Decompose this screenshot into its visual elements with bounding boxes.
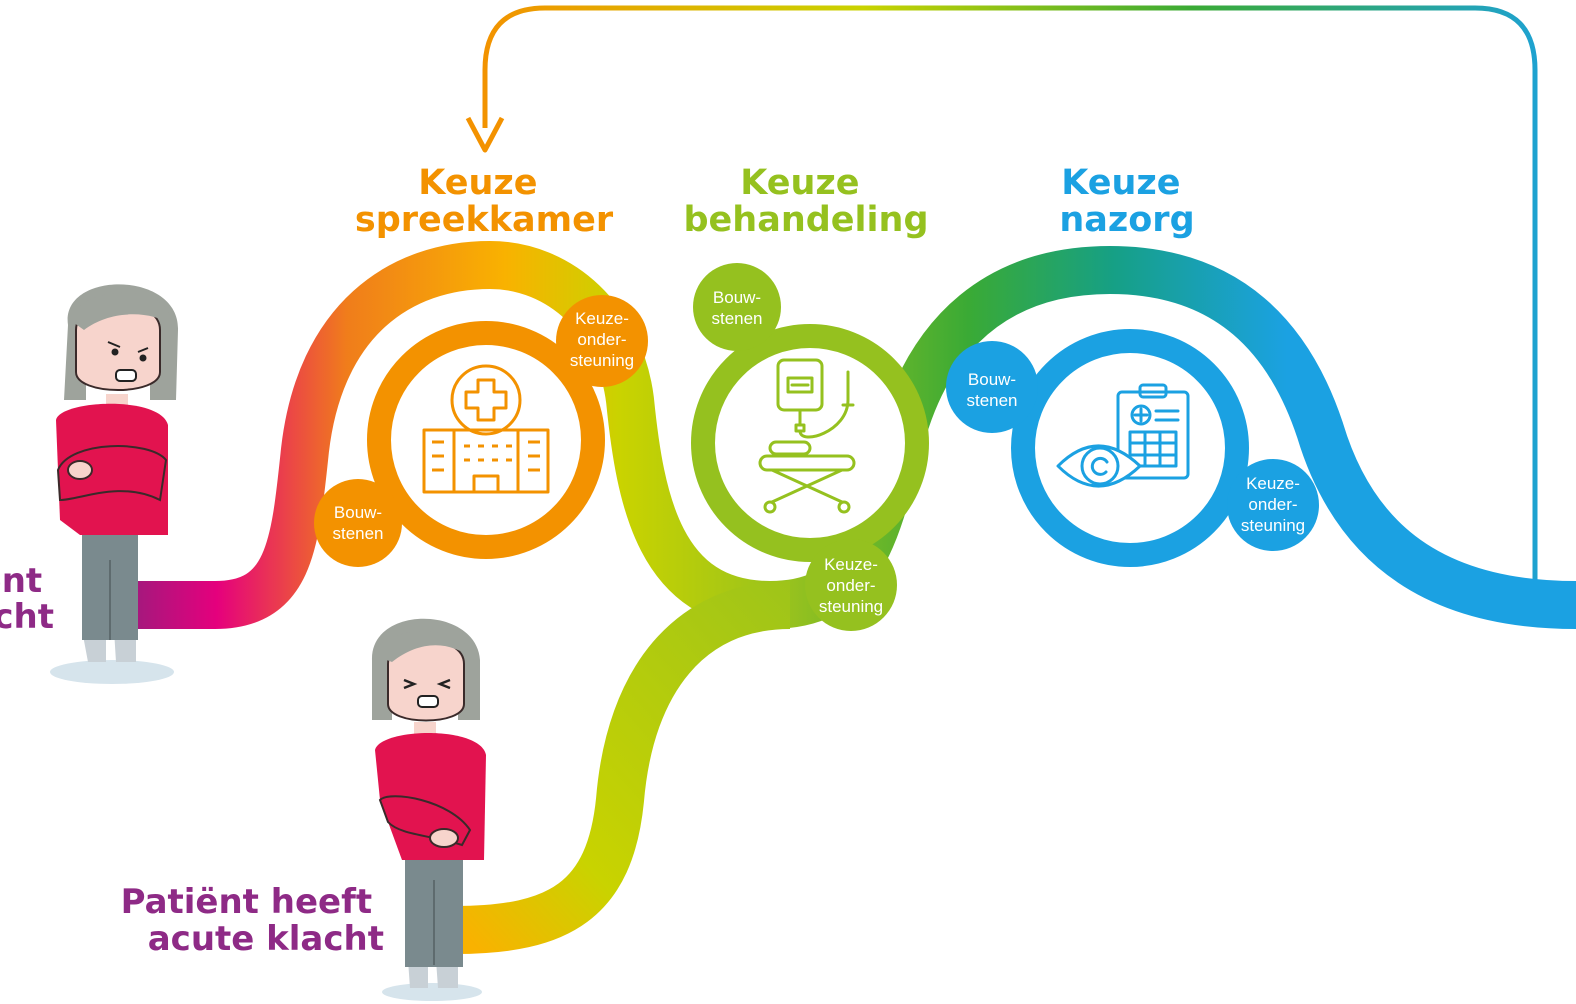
eye-clipboard-icon [1056,383,1190,488]
bouwstenen-node-nazorg[interactable]: Bouw-stenen [946,341,1038,433]
care-path-acute-branch [454,581,791,954]
patient-acute-label: Patiënt heeft acute klacht [121,882,384,959]
stage-title-nazorg: Keuze nazorg [1059,163,1194,240]
stage-title-spreekkamer: Keuze spreekkamer [355,163,614,240]
stage-title-nazorg-line2: nazorg [1059,200,1194,240]
patient-acute-figure [371,618,486,1001]
stage-title-spreekkamer-line1: Keuze [418,163,537,203]
patient-acute-label-line1: Patiënt heeft [121,882,373,922]
patient-chronic-figure [50,284,179,684]
iv-drip-stretcher-icon [758,358,856,514]
patient-chronic-label-line1: Patiënt [0,561,42,601]
bouwstenen-node-nazorg-label: Bouw-stenen [966,370,1017,410]
stage-ring-behandeling [691,324,929,562]
hospital-icon [422,364,550,494]
feedback-loop-line [482,5,1538,585]
keuzeondersteuning-node-spreekkamer[interactable]: Keuze-onder-steuning [556,295,648,387]
keuzeondersteuning-node-behandeling-label: Keuze-onder-steuning [819,555,883,616]
patient-chronic-label-line2: klacht [0,597,54,637]
keuzeondersteuning-node-behandeling[interactable]: Keuze-onder-steuning [805,539,897,631]
keuzeondersteuning-node-nazorg-label: Keuze-onder-steuning [1241,474,1305,535]
patient-acute-label-line2: acute klacht [148,919,384,959]
bouwstenen-node-behandeling-label: Bouw-stenen [711,288,762,328]
patient-chronic-label: Patiënt klacht [0,561,54,637]
keuzeondersteuning-node-nazorg[interactable]: Keuze-onder-steuning [1227,459,1319,551]
stage-title-behandeling-line1: Keuze [740,163,859,203]
bouwstenen-node-spreekkamer-label: Bouw-stenen [332,503,383,543]
stage-title-behandeling-line2: behandeling [684,200,929,240]
bouwstenen-node-spreekkamer[interactable]: Bouw-stenen [314,479,402,567]
feedback-loop-arrowhead [465,116,505,153]
stage-title-nazorg-line1: Keuze [1061,163,1180,203]
stage-title-spreekkamer-line2: spreekkamer [355,200,614,240]
keuzeondersteuning-node-spreekkamer-label: Keuze-onder-steuning [570,309,634,370]
stage-title-behandeling: Keuze behandeling [684,163,929,240]
bouwstenen-node-behandeling[interactable]: Bouw-stenen [693,263,781,351]
